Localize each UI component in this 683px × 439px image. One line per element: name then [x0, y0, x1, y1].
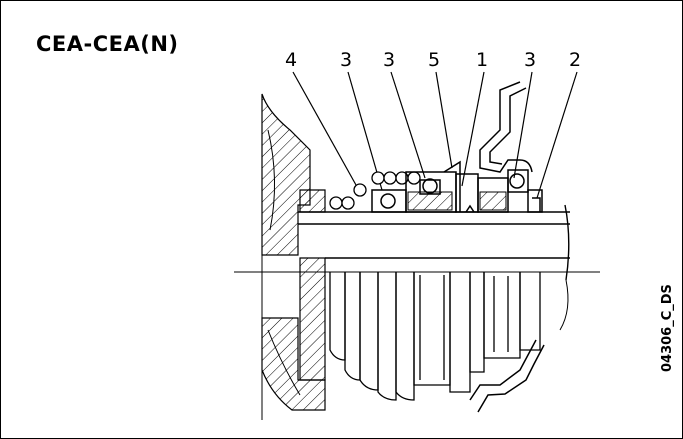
- diagram-title: CEA-CEA(N): [36, 32, 179, 56]
- part-label-3a: 3: [340, 49, 352, 71]
- seal-assembly-upper: [371, 160, 543, 213]
- part-label-4: 4: [285, 49, 297, 71]
- spring-coils-upper: [329, 171, 421, 210]
- leader-lines: [292, 71, 578, 199]
- seat-ring-hatch: [407, 191, 507, 211]
- gland-plate: [469, 81, 545, 413]
- pump-casing: [261, 93, 326, 420]
- part-label-1: 1: [476, 49, 488, 71]
- part-label-5: 5: [428, 49, 440, 71]
- part-label-2: 2: [569, 49, 581, 71]
- seal-assembly-lower: [329, 272, 541, 401]
- part-label-3b: 3: [383, 49, 395, 71]
- part-label-3c: 3: [524, 49, 536, 71]
